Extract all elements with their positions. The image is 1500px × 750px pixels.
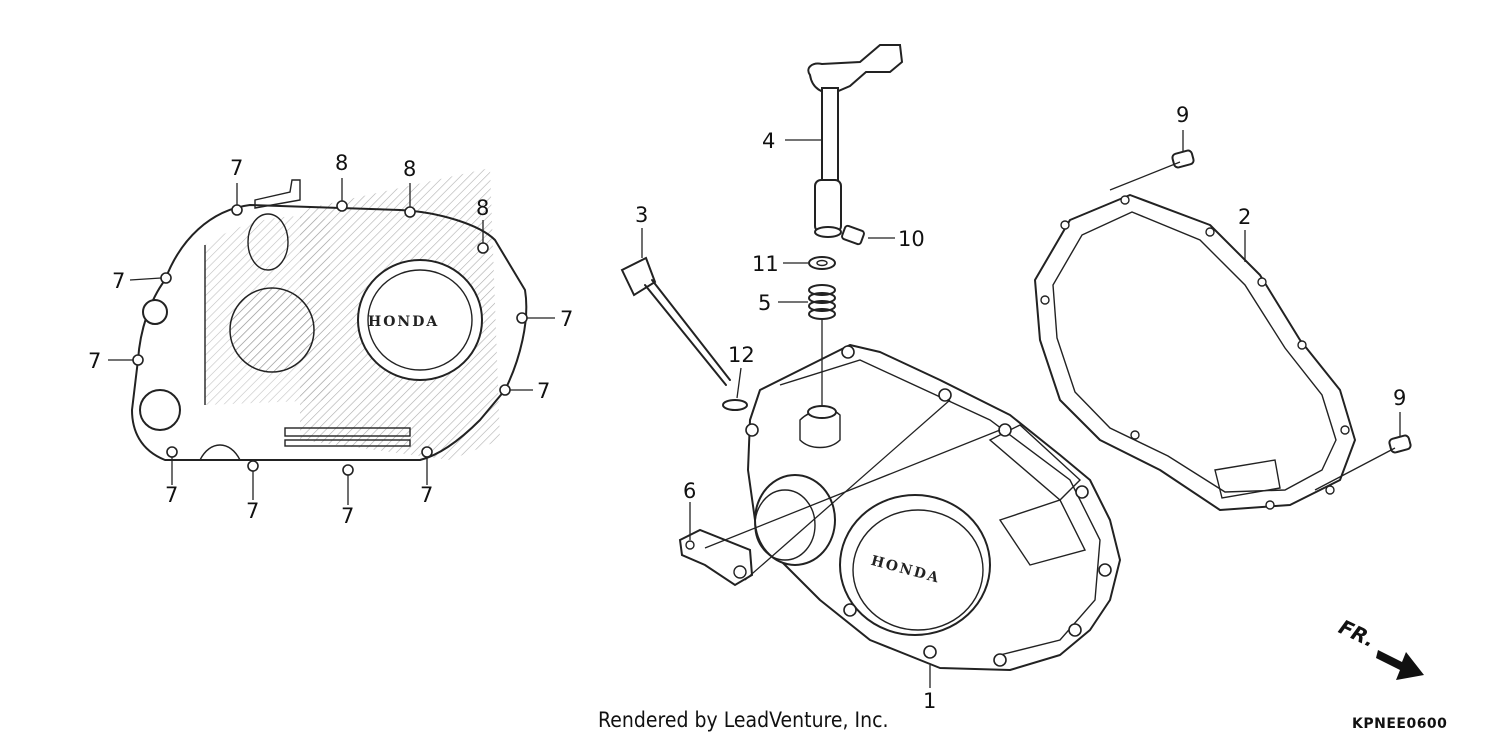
callout-9: 9: [1393, 386, 1406, 410]
callout-8: 8: [335, 151, 348, 175]
diagram-code: KPNEE0600: [1352, 716, 1448, 732]
callout-7: 7: [230, 156, 243, 180]
callout-5: 5: [758, 291, 771, 315]
dowel-pin-lower: [1388, 434, 1412, 454]
callout-7: 7: [537, 379, 550, 403]
front-direction-indicator: FR.: [1335, 615, 1424, 680]
callout-7: 7: [165, 483, 178, 507]
callout-3: 3: [635, 203, 648, 227]
honda-logo-left: HONDA: [368, 314, 439, 330]
callout-labels: 7 8 8 8 7 7 7 7 7 7 7 7 4 10 11 5 3 12 6…: [88, 103, 1406, 713]
callout-4: 4: [762, 129, 775, 153]
front-label: FR.: [1335, 615, 1379, 652]
callout-2: 2: [1238, 205, 1251, 229]
callout-12: 12: [728, 343, 755, 367]
dowel-pin-upper: [1171, 149, 1195, 169]
callout-11: 11: [752, 252, 779, 276]
callout-8: 8: [403, 157, 416, 181]
callout-7: 7: [246, 499, 259, 523]
callout-6: 6: [683, 479, 696, 503]
credit-text: Rendered by LeadVenture, Inc.: [598, 708, 889, 732]
callout-7: 7: [112, 269, 125, 293]
callout-7: 7: [560, 307, 573, 331]
outer-cover-view: HONDA: [108, 168, 555, 505]
callout-1: 1: [923, 689, 936, 713]
callout-8: 8: [476, 196, 489, 220]
callout-7: 7: [341, 504, 354, 528]
front-arrow-icon: [1376, 650, 1424, 680]
callout-9: 9: [1176, 103, 1189, 127]
callout-10: 10: [898, 227, 925, 251]
callout-7: 7: [420, 483, 433, 507]
gasket: [1034, 194, 1356, 511]
crankcase-cover-assembly: HONDA: [620, 44, 1121, 671]
callout-7: 7: [88, 349, 101, 373]
